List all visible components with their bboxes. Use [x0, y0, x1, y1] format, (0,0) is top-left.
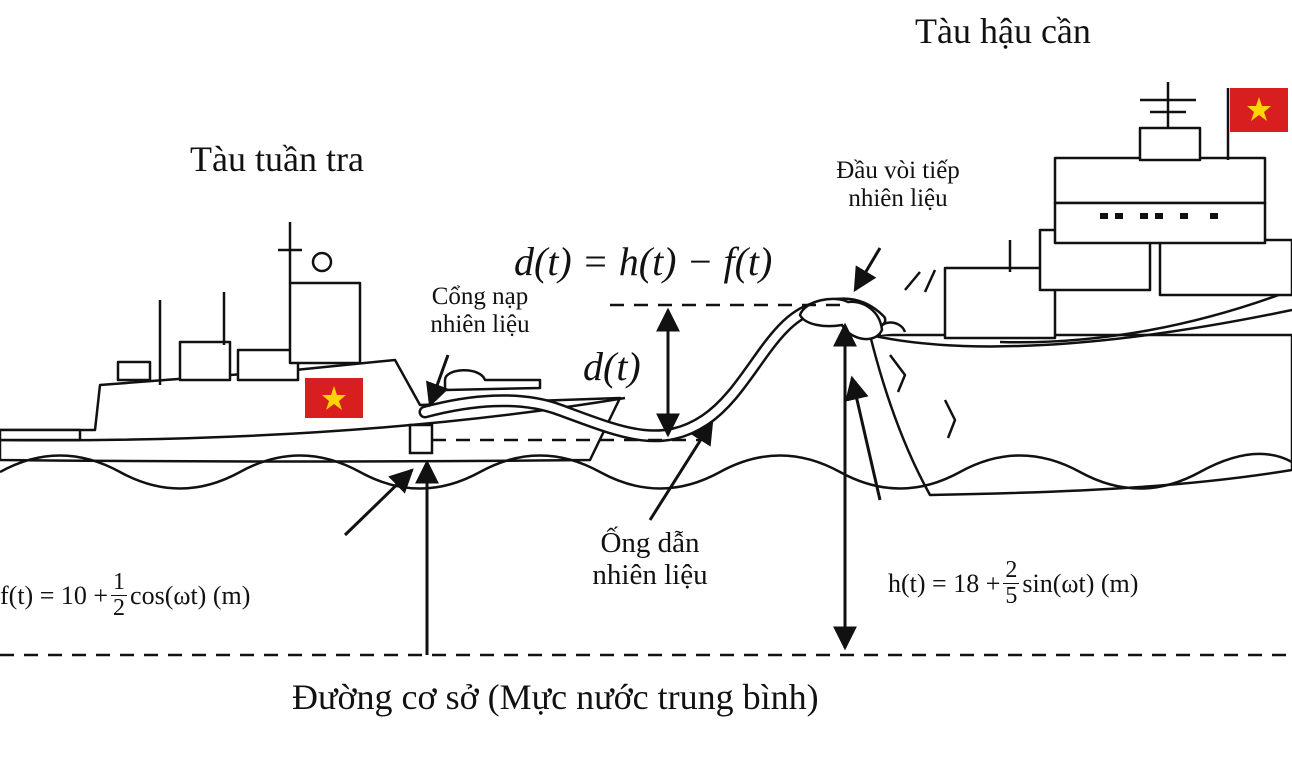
hose-pointer-arrow [648, 419, 714, 521]
nozzle-pointer-arrow [853, 247, 882, 293]
hose-label-line2: nhiên liệu [592, 558, 708, 591]
supply-ship [868, 82, 1292, 497]
nozzle-label-line1: Đầu vòi tiếp [836, 157, 960, 184]
patrol-ship-label: Tàu tuần tra [190, 139, 364, 179]
sea-wave [0, 452, 1292, 490]
wave-pointer-arrow-left [343, 468, 414, 537]
nozzle-label: Đầu vòi tiếp nhiên liệu [808, 157, 988, 212]
main-equation: d(t) = h(t) − f(t) [514, 239, 773, 284]
fuel-port [408, 423, 434, 455]
port-pointer-arrow [426, 354, 450, 408]
h-formula-num: 2 [1003, 557, 1020, 585]
wave-pointer-arrow-right [845, 375, 882, 501]
patrol-ship-flag-icon [305, 378, 363, 418]
h-formula-den: 5 [1005, 583, 1018, 610]
baseline-label: Đường cơ sở (Mực nước trung bình) [292, 677, 819, 717]
f-formula-num: 1 [111, 569, 128, 597]
fuel-port-label-line2: nhiên liệu [430, 310, 530, 338]
f-formula-den: 2 [113, 595, 126, 622]
fuel-port-label-line1: Cổng nạp [431, 283, 529, 310]
d-label: d(t) [583, 344, 641, 389]
f-formula: f(t) = 10 + 1 2 cos(ωt) (m) [0, 569, 251, 622]
h-formula: h(t) = 18 + 2 5 sin(ωt) (m) [888, 557, 1139, 610]
refuel-nozzle [798, 297, 884, 341]
hose-label: Ống dẫn nhiên liệu [550, 527, 750, 592]
nozzle-label-line2: nhiên liệu [848, 184, 948, 212]
h-formula-lhs: h(t) = 18 + [888, 568, 1001, 598]
arrows [343, 247, 882, 655]
h-formula-rhs: sin(ωt) (m) [1022, 568, 1139, 598]
f-formula-lhs: f(t) = 10 + [0, 580, 109, 610]
f-formula-fraction: 1 2 [111, 569, 128, 622]
fuel-port-label: Cổng nạp nhiên liệu [400, 283, 560, 338]
supply-ship-windows-icon [1100, 213, 1218, 219]
f-formula-rhs: cos(ωt) (m) [130, 580, 251, 610]
reference-lines [0, 303, 1292, 657]
supply-ship-flag-icon [1230, 88, 1288, 132]
h-formula-fraction: 2 5 [1003, 557, 1020, 610]
hose-label-line1: Ống dẫn [600, 527, 700, 559]
supply-ship-label: Tàu hậu cần [915, 11, 1091, 51]
